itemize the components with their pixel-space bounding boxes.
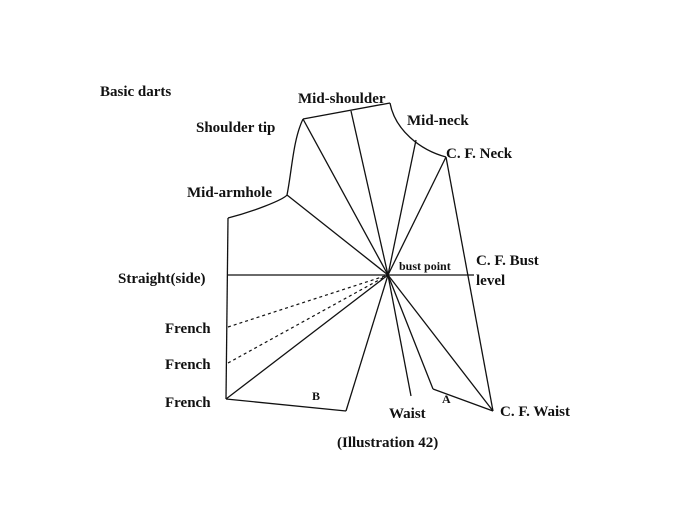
label-french-lower: French bbox=[165, 395, 211, 411]
label-straight-side: Straight(side) bbox=[118, 271, 206, 287]
figure-caption: (Illustration 42) bbox=[337, 435, 438, 451]
label-mid-armhole: Mid-armhole bbox=[187, 185, 272, 201]
label-french-middle: French bbox=[165, 357, 211, 373]
dart-cf-neck bbox=[387, 156, 447, 276]
dart-mid-shoulder bbox=[350, 110, 389, 276]
label-cf-neck: C. F. Neck bbox=[446, 146, 513, 162]
label-french-upper: French bbox=[165, 321, 211, 337]
label-waist: Waist bbox=[389, 406, 426, 422]
label-point-b: B bbox=[312, 389, 320, 403]
dart-shoulder-tip bbox=[302, 118, 389, 276]
label-cf-waist: C. F. Waist bbox=[500, 404, 570, 420]
waistline-right bbox=[432, 388, 494, 412]
dart-waist-mid bbox=[387, 274, 412, 397]
dart-waist-a-right bbox=[387, 274, 494, 412]
label-cf-bust-level: level bbox=[476, 273, 505, 289]
diagram-title: Basic darts bbox=[100, 84, 171, 100]
dart-french-lower bbox=[225, 274, 389, 400]
dart-french-upper bbox=[227, 274, 389, 328]
dart-lines bbox=[225, 110, 494, 412]
shoulder-line bbox=[302, 102, 391, 120]
neckline-curve bbox=[389, 102, 447, 158]
dart-waist-a-left bbox=[387, 274, 434, 390]
label-mid-shoulder: Mid-shoulder bbox=[298, 91, 386, 107]
side-seam bbox=[225, 217, 229, 400]
waistline-left bbox=[225, 398, 347, 412]
center-front-line bbox=[445, 156, 494, 412]
label-cf-bust: C. F. Bust bbox=[476, 253, 539, 269]
dart-mid-armhole bbox=[286, 194, 389, 276]
label-mid-neck: Mid-neck bbox=[407, 113, 469, 129]
label-shoulder-tip: Shoulder tip bbox=[196, 120, 275, 136]
label-bust-point: bust point bbox=[399, 259, 451, 273]
dart-french-middle bbox=[227, 274, 389, 364]
label-point-a: A bbox=[442, 392, 451, 406]
dart-mid-neck bbox=[387, 139, 417, 276]
dart-waist-b-left bbox=[345, 274, 389, 412]
